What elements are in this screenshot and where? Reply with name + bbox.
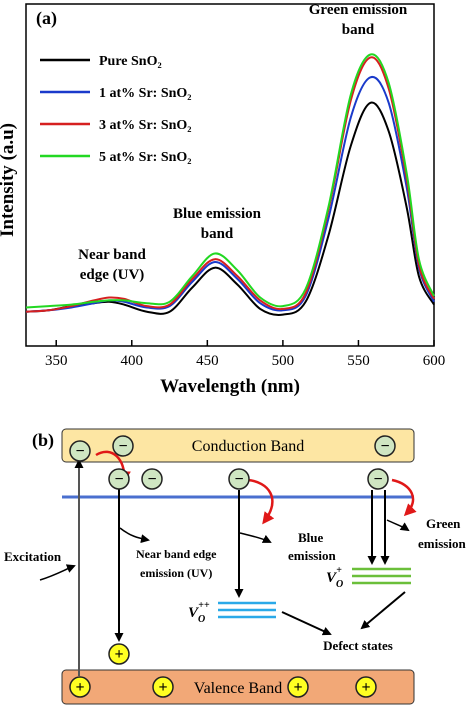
excitation-pointer [39,564,76,581]
blue-label-line2: emission [288,548,336,563]
green-label-line1: Green [426,516,461,531]
pl-spectrum-chart: (a) 350 400 450 500 550 600 Wavelength (nm) I… [0,2,445,397]
y-axis-label: Intensity (a.u) [0,123,18,237]
electron-sign: − [234,471,243,488]
plot-frame [25,3,435,347]
electron-sign: − [75,443,84,460]
defect-states-label: Defect states [323,638,393,653]
hole-circle [152,676,174,698]
panel-label-b: (b) [32,430,54,451]
green-pointer [386,519,410,532]
electron-circle [141,468,163,490]
series-curves [25,53,435,316]
vo1-symbol: V [326,570,338,586]
annotation-1-line-1: Green emission [309,2,408,18]
hole-sign: + [114,646,123,663]
vo1-level [352,567,411,585]
valence-band [61,669,415,705]
electron: − [374,435,396,457]
hole-circle [108,643,130,665]
electron-circle [228,468,250,490]
series-line-4 [25,53,435,309]
legend-label-1: Pure SnO₂ [99,54,162,69]
defect-arrow-left [281,611,332,636]
legend-label-2: 1 at% Sr: SnO₂ [99,86,191,101]
vo2-subscript: O [198,614,205,625]
conduction-band-label: Conduction Band [192,438,304,455]
series-line-3 [25,56,435,313]
annotation-2-line-1: Blue emission [173,206,262,222]
nbe-pointer [119,527,150,544]
hole-sign: + [293,679,302,696]
green-red-arrow [391,478,417,517]
electron-sign: − [114,471,123,488]
hole-circle [69,676,91,698]
x-axis-ticks: 350 400 450 500 550 600 [45,340,445,369]
electron: − [108,468,130,490]
x-tick-label: 400 [121,353,144,369]
electron-circle [367,468,389,490]
vo1-label: VO + [326,565,343,590]
chart-legend: Pure SnO₂ 1 at% Sr: SnO₂ 3 at% Sr: SnO₂ 5 a… [40,54,191,165]
hole: + [108,643,130,665]
valence-band-label: Valence Band [194,680,282,697]
green-label-line2: emission [418,536,466,551]
electron-sign: − [118,438,127,455]
hole: + [152,676,174,698]
x-tick-label: 600 [423,353,446,369]
defect-arrow-right [360,591,406,630]
electron: − [112,435,134,457]
electron: − [69,440,91,462]
vo2-symbol: V [188,605,200,621]
blue-red-arrow [247,478,275,525]
hole: + [69,676,91,698]
hole-sign: + [361,679,370,696]
hole: + [355,676,377,698]
hole-circle [287,676,309,698]
hole: + [287,676,309,698]
electron: − [367,468,389,490]
electron-circle [112,435,134,457]
x-tick-label: 550 [347,353,370,369]
hole-sign: + [75,679,84,696]
legend-label-3: 3 at% Sr: SnO₂ [99,118,191,133]
hole-sign: + [158,679,167,696]
vo2-label: VO ++ [188,600,210,625]
electron-sign: − [373,471,382,488]
blue-label-line1: Blue [298,530,324,545]
electron-sign: − [380,438,389,455]
electron: − [228,468,250,490]
annotation-2-line-2: band [201,226,234,242]
annotation-1-line-2: band [342,22,375,38]
x-tick-label: 450 [196,353,219,369]
blue-pointer [239,532,272,543]
x-tick-label: 350 [45,353,68,369]
vo1-subscript: O [336,579,343,590]
conduction-band [61,428,415,463]
x-tick-label: 500 [272,353,295,369]
electron-circle [374,435,396,457]
nbe-label-line1: Near band edge [136,547,217,561]
band-diagram: (b) Conduction Band Valence Band Excitat… [4,428,466,705]
panel-label-a: (a) [36,8,57,29]
electron-circle [108,468,130,490]
nbe-label-line2: emission (UV) [140,566,212,580]
vo2-level [218,601,276,619]
excitation-label: Excitation [4,549,62,564]
annotation-3-line-1: Near band [78,247,146,263]
x-axis-label: Wavelength (nm) [160,376,300,397]
electron: − [141,468,163,490]
electron-sign: − [147,471,156,488]
hole-circle [355,676,377,698]
annotation-3-line-2: edge (UV) [80,267,145,283]
electron-circle [69,440,91,462]
vo2-charge: ++ [198,600,210,611]
vo1-charge: + [336,565,342,576]
legend-label-4: 5 at% Sr: SnO₂ [99,150,191,165]
